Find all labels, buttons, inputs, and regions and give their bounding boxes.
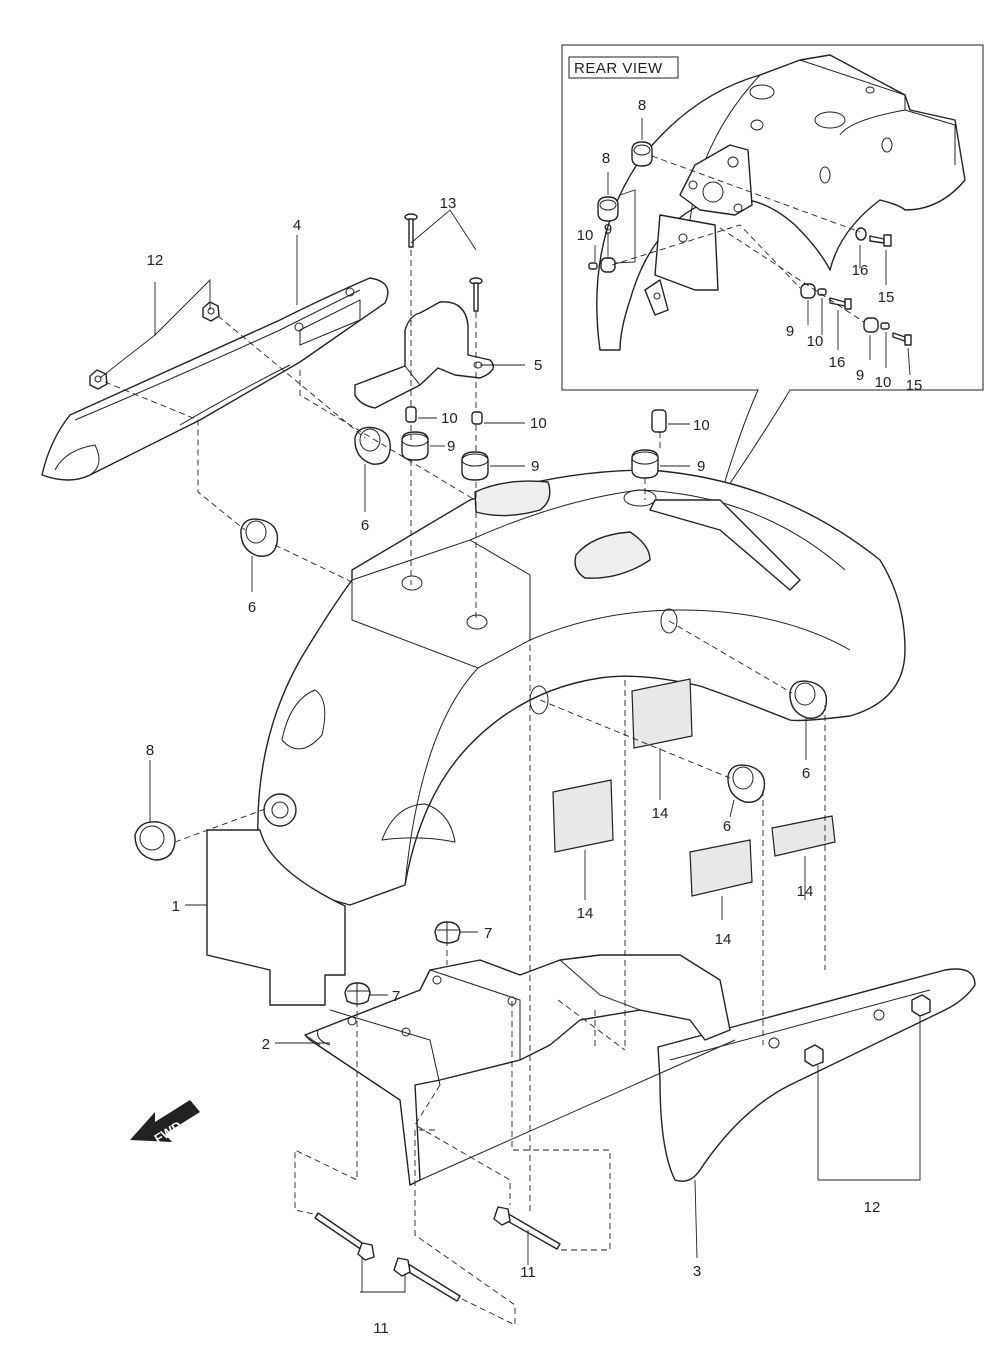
inset-grommet-8a (631, 141, 653, 167)
side-rail-3 (657, 968, 976, 1182)
callout-inset-8b: 8 (602, 150, 610, 167)
callout-9a: 9 (447, 438, 455, 455)
callout-11a: 11 (520, 1264, 536, 1281)
callout-5: 5 (534, 357, 542, 374)
nut-12d (911, 994, 931, 1017)
callout-labels: 1 2 3 4 5 6 6 6 6 7 7 8 9 9 9 10 10 10 1… (146, 97, 923, 1337)
callout-9b: 9 (531, 458, 539, 475)
grommet-9a (401, 431, 429, 461)
callout-inset-16b: 16 (829, 354, 846, 371)
bolt-13a (404, 213, 418, 248)
reflector-pad-14d (689, 839, 753, 897)
callout-4: 4 (293, 217, 301, 234)
callout-13: 13 (440, 195, 457, 212)
callout-1: 1 (172, 898, 180, 915)
nut-12a (202, 301, 220, 322)
callout-inset-8a: 8 (638, 97, 646, 114)
grommet-6d (727, 764, 766, 803)
spacer-10c (651, 409, 667, 433)
inset-rear-fender (596, 54, 966, 351)
bracket-5 (354, 301, 494, 409)
callout-6d: 6 (723, 818, 731, 835)
inset-grommet-9b (800, 283, 816, 299)
bolt-11c (493, 1206, 561, 1250)
forward-direction-arrow: FWD (130, 1100, 200, 1146)
callout-12a: 12 (147, 252, 164, 269)
callout-inset-15a: 15 (878, 289, 895, 306)
callout-inset-9b: 9 (786, 323, 794, 340)
nut-12c (804, 1044, 824, 1067)
callout-8: 8 (146, 742, 154, 759)
reflector-pad-14c (771, 815, 836, 857)
callout-inset-10c: 10 (875, 374, 892, 391)
callout-10c: 10 (693, 417, 710, 434)
callout-11b: 11 (373, 1320, 389, 1337)
grommet-6a (354, 426, 391, 465)
callout-14c: 14 (797, 883, 814, 900)
leader-lines (99, 209, 921, 1326)
reflector-pad-14a (552, 779, 614, 853)
callout-inset-10b: 10 (807, 333, 824, 350)
reflector-pad-14b (631, 678, 693, 749)
inset-washer-16a (855, 227, 867, 241)
callout-14d: 14 (715, 931, 732, 948)
inset-bolt-16b (829, 297, 852, 310)
bolt-11a (314, 1212, 375, 1261)
grommet-6c (789, 680, 828, 719)
rear-view-inset: REAR VIEW (561, 44, 984, 499)
spacer-10b (471, 411, 483, 425)
callout-7b: 7 (392, 988, 400, 1005)
rear-fender-1 (206, 469, 906, 1006)
grommet-8a (134, 821, 176, 861)
callout-10b: 10 (530, 415, 547, 432)
callout-2: 2 (262, 1036, 270, 1053)
clip-nut-7b (344, 982, 371, 1005)
inset-grommet-9c (863, 317, 879, 333)
callout-inset-9a: 9 (604, 221, 612, 238)
nut-12b (89, 369, 108, 390)
inset-title-box (568, 56, 679, 79)
callout-3: 3 (693, 1263, 701, 1280)
inset-bolt-15a (869, 234, 892, 247)
inset-grommet-8b (597, 196, 619, 222)
mounting-frame-2 (304, 954, 736, 1186)
clip-nut-7a (434, 921, 461, 944)
callout-inset-10a: 10 (577, 227, 594, 244)
grommet-9c (631, 449, 659, 479)
grommet-6b (240, 518, 279, 557)
callout-14a: 14 (577, 905, 594, 922)
callout-6a: 6 (361, 517, 369, 534)
callout-6b: 6 (248, 599, 256, 616)
callout-6c: 6 (802, 765, 810, 782)
bolt-11b (393, 1257, 461, 1302)
callout-9c: 9 (697, 458, 705, 475)
inset-title: REAR VIEW (574, 60, 663, 77)
grommet-9b (461, 451, 489, 481)
callout-10a: 10 (441, 410, 458, 427)
callout-14b: 14 (652, 805, 669, 822)
callout-inset-9c: 9 (856, 367, 864, 384)
callout-12b: 12 (864, 1199, 881, 1216)
spacer-10a (405, 406, 417, 423)
callout-7a: 7 (484, 925, 492, 942)
inset-spacer-10c (880, 322, 890, 330)
callout-inset-15b: 15 (906, 377, 923, 394)
inset-spacer-10a (588, 262, 598, 270)
inset-bolt-15b (892, 332, 912, 346)
callout-inset-16a: 16 (852, 262, 869, 279)
side-rail-4 (41, 277, 389, 481)
bolt-13b (469, 277, 483, 312)
